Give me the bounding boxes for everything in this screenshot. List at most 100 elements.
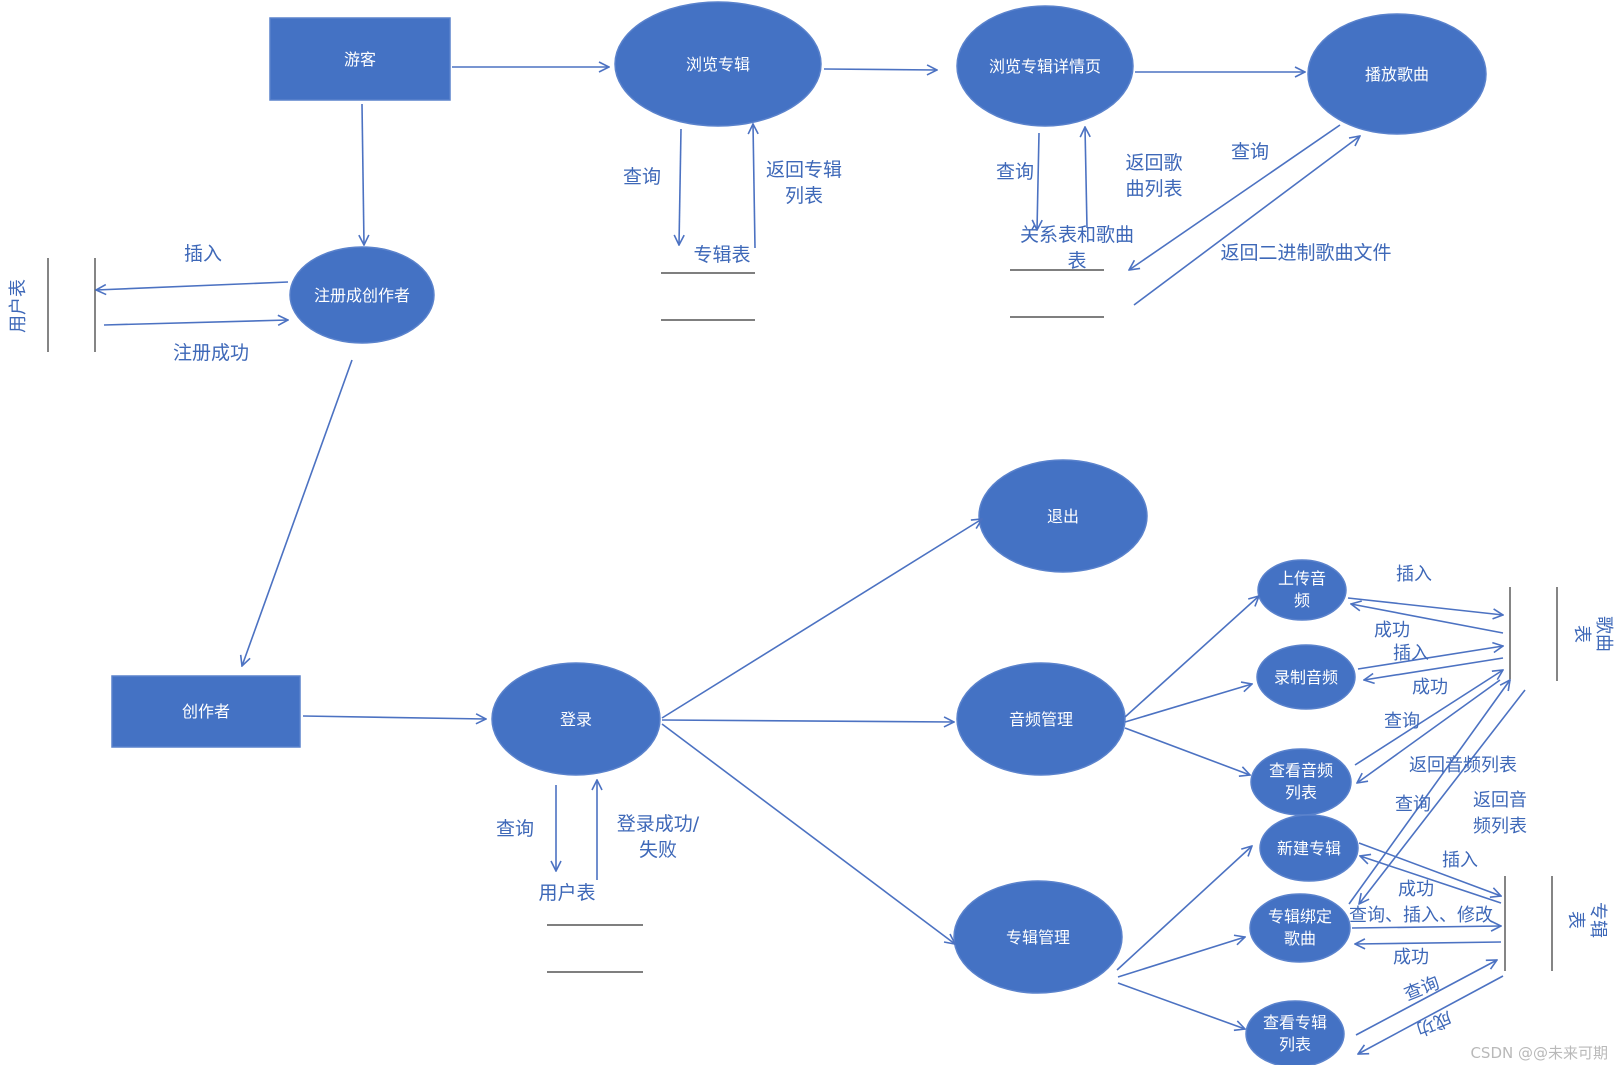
label-login-result-2: 失败 [639,839,677,861]
arrow-viewalbum-query [1355,960,1497,1036]
arrow-newalbum-ok [1360,856,1502,904]
arrow-bind-return-song [1359,689,1526,904]
node-view-audio-list: 查看音频 列表 [1250,748,1352,816]
store-user-table-left-label: 用户表 [8,279,29,333]
label-upload-insert: 插入 [1396,564,1432,585]
node-view-album-list: 查看专辑 列表 [1245,1000,1345,1065]
node-guest: 游客 [269,17,451,101]
label-return-song-list-2: 曲列表 [1125,178,1182,200]
label-return-audio-list-2-1: 返回音 [1473,790,1527,811]
arrow-viewlist-return [1357,679,1501,783]
store-user-table-bottom: 用户表 [538,882,643,973]
arrow-viewlist-query [1354,670,1503,766]
node-browse-album: 浏览专辑 [614,1,822,127]
label-bind-ops: 查询、插入、修改 [1349,905,1493,926]
label-query-login: 查询 [496,818,534,840]
store-user-table-left: 用户表 [8,258,96,352]
node-play-song-label: 播放歌曲 [1365,65,1429,84]
arrow-album-to-newalbum [1116,846,1252,971]
label-bind-ok: 成功 [1393,947,1429,968]
label-newalbum-insert: 插入 [1442,850,1478,871]
arrow-bind-query-song [1348,680,1510,905]
arrow-record-insert [1357,646,1503,670]
node-bind-song-label-1: 专辑绑定 [1268,907,1332,926]
arrow-browse-to-detail [823,69,937,70]
arrow-browse-query [679,128,681,245]
node-audio-mgmt-label: 音频管理 [1009,710,1073,729]
store-album-table-top-label: 专辑表 [693,244,750,266]
store-song-table-label-2: 表 [1571,625,1592,643]
arrow-upload-insert [1347,597,1503,615]
arrows [96,67,1526,1054]
node-album-detail: 浏览专辑详情页 [956,5,1134,127]
node-login-label: 登录 [560,710,592,729]
store-song-table-label-1: 歌曲 [1593,616,1614,652]
label-return-audio-list: 返回音频列表 [1409,755,1517,776]
node-guest-label: 游客 [344,50,376,69]
arrow-album-to-viewalbum [1117,982,1245,1029]
arrow-detail-return [1085,127,1087,229]
label-newalbum-ok: 成功 [1398,879,1434,900]
arrow-viewalbum-ok [1358,975,1504,1054]
node-new-album-label: 新建专辑 [1277,839,1341,858]
label-query-1: 查询 [623,166,661,188]
node-album-mgmt: 专辑管理 [953,880,1123,994]
arrow-play-return [1133,136,1360,306]
label-return-album-list-1: 返回专辑 [766,159,842,181]
arrow-bind-ok [1355,942,1502,944]
label-query-2: 查询 [996,161,1034,183]
label-register-ok: 注册成功 [173,342,249,364]
node-upload-audio: 上传音 频 [1257,559,1347,621]
arrow-audio-to-viewlist [1124,727,1250,775]
label-bind-query: 查询 [1395,794,1431,815]
label-record-ok: 成功 [1412,677,1448,698]
store-relation-song-table: 关系表和歌曲 表 [1010,224,1134,318]
arrow-detail-query [1037,132,1039,230]
node-record-audio: 录制音频 [1256,644,1356,710]
node-view-album-list-label-2: 列表 [1279,1035,1311,1054]
store-album-table-right: 专辑 表 [1504,876,1608,971]
label-insert-1: 插入 [184,243,222,265]
arrow-register-ok [103,320,288,325]
node-register-label: 注册成创作者 [314,286,410,305]
node-record-audio-label: 录制音频 [1274,668,1338,687]
arrow-audio-to-record [1124,684,1252,723]
node-logout: 退出 [978,459,1148,573]
label-return-album-list-2: 列表 [785,185,823,207]
node-creator-label: 创作者 [182,702,230,721]
node-view-audio-list-label-2: 列表 [1285,783,1317,802]
node-album-mgmt-label: 专辑管理 [1006,928,1070,947]
node-creator: 创作者 [111,675,301,748]
arrow-bind-ops [1351,926,1501,928]
arrow-browse-return [753,124,755,249]
arrow-play-query [1129,124,1341,270]
arrow-upload-ok [1351,604,1504,634]
arrow-register-to-creator [242,359,353,666]
label-audio-list-query: 查询 [1384,711,1420,732]
label-upload-ok: 成功 [1374,620,1410,641]
arrow-record-ok [1364,657,1504,680]
node-view-album-list-label-1: 查看专辑 [1263,1013,1327,1032]
watermark: CSDN @@未来可期 [1470,1044,1608,1062]
arrow-login-to-audio [661,720,954,722]
node-login: 登录 [491,662,661,776]
node-play-song: 播放歌曲 [1307,13,1487,135]
arrow-audio-to-upload [1124,596,1259,718]
node-upload-audio-label-2: 频 [1294,591,1310,610]
node-browse-album-label: 浏览专辑 [686,55,750,74]
label-return-audio-list-2-2: 频列表 [1473,816,1527,837]
arrow-newalbum-insert [1358,842,1501,896]
label-return-song-list-1: 返回歌 [1125,152,1182,174]
arrow-login-to-logout [661,519,982,719]
node-register: 注册成创作者 [289,246,435,344]
label-login-result-1: 登录成功/ [617,813,700,835]
arrow-album-to-bind [1117,937,1245,978]
node-upload-audio-label-1: 上传音 [1278,569,1326,588]
store-album-table-right-label-1: 专辑 [1587,902,1608,938]
label-viewalbum-ok: 成功 [1413,1007,1454,1040]
node-bind-song: 专辑绑定 歌曲 [1249,893,1351,963]
store-song-table: 歌曲 表 [1509,587,1614,681]
arrow-guest-to-register [362,103,364,245]
store-relation-song-table-label-1: 关系表和歌曲 [1020,224,1134,246]
